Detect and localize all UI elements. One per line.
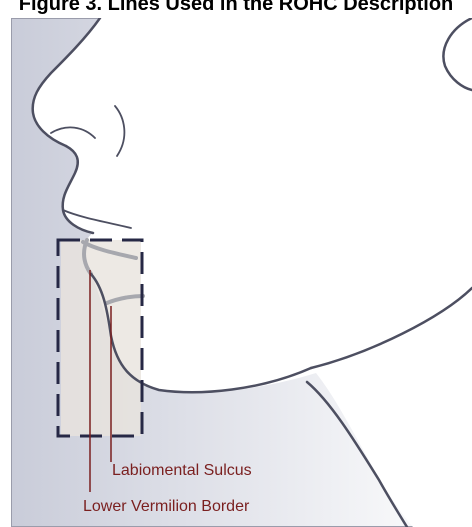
figure-title: Figure 3. Lines Used in the ROHC Descrip…: [0, 0, 472, 16]
labiomental-sulcus-label: Labiomental Sulcus: [112, 462, 252, 479]
highlight-region: [61, 240, 141, 436]
lower-vermilion-border-label: Lower Vermilion Border: [83, 498, 250, 515]
illustration-panel: Labiomental Sulcus Lower Vermilion Borde…: [11, 18, 472, 527]
